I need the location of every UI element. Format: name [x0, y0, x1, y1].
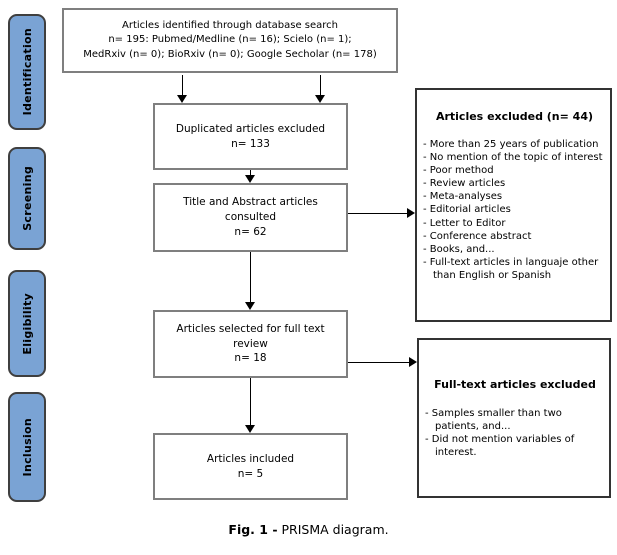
stage-identification-label: Identification	[20, 28, 34, 116]
down-arrowhead-icon	[315, 95, 325, 103]
excluded-reason: - Conference abstract	[423, 230, 532, 242]
excluded-reason: - No mention of the topic of interest	[423, 151, 603, 163]
excluded-reason: - Meta-analyses	[423, 191, 503, 203]
box-full-text-review-line2: review	[233, 337, 268, 350]
connector-line	[250, 378, 251, 425]
excluded-reason: - More than 25 years of publication	[423, 138, 599, 150]
box-articles-included-count: n= 5	[237, 467, 264, 480]
right-arrowhead-icon	[409, 357, 417, 367]
right-arrowhead-icon	[407, 208, 415, 218]
box-full-text-review-count: n= 18	[234, 352, 267, 365]
down-arrowhead-icon	[245, 302, 255, 310]
stage-inclusion-label: Inclusion	[20, 417, 34, 477]
excluded-reason: - Full-text articles in languaje other t…	[423, 257, 599, 282]
down-arrowhead-icon	[177, 95, 187, 103]
connector-line	[348, 213, 407, 214]
box-articles-identified-line3: MedRxiv (n= 0); BioRxiv (n= 0); Google S…	[83, 48, 377, 60]
excluded-reason: - Books, and...	[423, 244, 495, 256]
box-articles-included-line1: Articles included	[206, 452, 295, 465]
connector-line	[182, 75, 183, 95]
box-articles-excluded-title: Articles excluded (n= 44)	[435, 110, 594, 123]
box-duplicated-excluded: Duplicated articles excluded n= 133	[153, 103, 348, 170]
box-title-abstract-count: n= 62	[234, 225, 267, 238]
connector-line	[250, 170, 251, 175]
excluded-reason: - Poor method	[423, 164, 494, 176]
fulltext-excluded-reason: - Did not mention variables of interest.	[425, 433, 575, 459]
connector-line	[348, 362, 409, 363]
excluded-reason: - Editorial articles	[423, 204, 511, 216]
stage-eligibility: Eligibility	[8, 270, 46, 377]
stage-screening-label: Screening	[20, 166, 34, 231]
box-duplicated-excluded-count: n= 133	[231, 137, 270, 150]
box-articles-identified: Articles identified through database sea…	[62, 8, 398, 73]
figure-caption-text: PRISMA diagram.	[277, 522, 389, 537]
stage-eligibility-label: Eligibility	[20, 292, 34, 355]
box-title-abstract-line1: Title and Abstract articles	[183, 196, 318, 209]
down-arrowhead-icon	[245, 425, 255, 433]
fulltext-excluded-reason: - Samples smaller than two patients, and…	[425, 407, 562, 432]
stage-identification: Identification	[8, 14, 46, 130]
box-articles-identified-line1: Articles identified through database sea…	[122, 19, 338, 31]
box-full-text-review: Articles selected for full text review n…	[153, 310, 348, 378]
box-title-abstract-line2: consulted	[224, 211, 277, 224]
box-fulltext-excluded: Full-text articles excluded - Samples sm…	[417, 338, 611, 498]
box-articles-identified-line2: n= 195: Pubmed/Medline (n= 16); Scielo (…	[108, 34, 352, 46]
excluded-reason: - Letter to Editor	[423, 217, 506, 229]
figure-caption-label: Fig. 1 -	[228, 522, 278, 537]
connector-line	[250, 252, 251, 302]
figure-caption: Fig. 1 - PRISMA diagram.	[0, 522, 617, 537]
excluded-reason: - Review articles	[423, 178, 506, 190]
articles-excluded-reason-list: - More than 25 years of publication - No…	[423, 138, 606, 283]
fulltext-excluded-reason-list: - Samples smaller than two patients, and…	[425, 407, 605, 460]
stage-inclusion: Inclusion	[8, 392, 46, 502]
box-articles-excluded: Articles excluded (n= 44) - More than 25…	[415, 88, 612, 322]
down-arrowhead-icon	[245, 175, 255, 183]
box-fulltext-excluded-title: Full-text articles excluded	[434, 378, 596, 391]
connector-line	[320, 75, 321, 95]
box-title-abstract-consulted: Title and Abstract articles consulted n=…	[153, 183, 348, 252]
box-duplicated-excluded-line1: Duplicated articles excluded	[175, 122, 326, 135]
stage-screening: Screening	[8, 147, 46, 250]
box-full-text-review-line1: Articles selected for full text	[176, 322, 325, 335]
box-articles-included: Articles included n= 5	[153, 433, 348, 500]
